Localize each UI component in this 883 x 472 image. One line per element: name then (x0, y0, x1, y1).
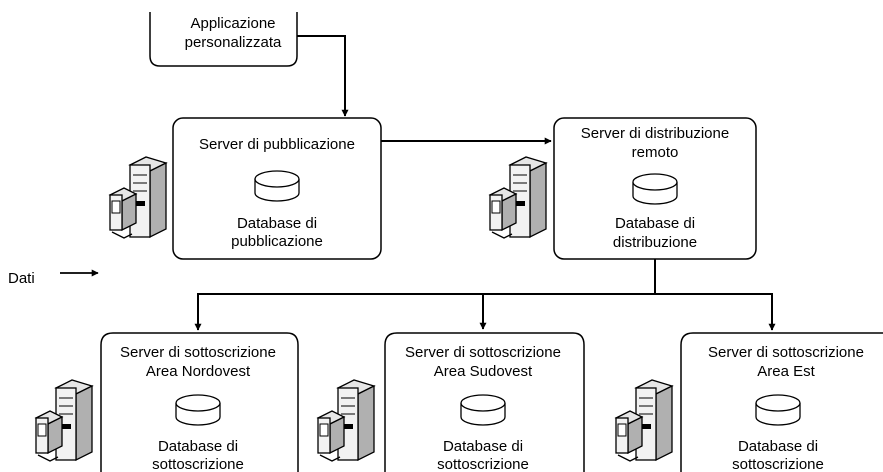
subscriber-title-1: Server di sottoscrizione (708, 344, 864, 361)
subscriber-title-2: Area Nordovest (146, 363, 251, 380)
distributor-title-2: remoto (632, 144, 679, 161)
subscriber-node-est: Server di sottoscrizione Area Est Databa… (615, 332, 883, 472)
publisher-node: Server di pubblicazione Database di pubb… (109, 117, 382, 260)
server-icon (109, 156, 167, 239)
custom-application-node: Applicazione personalizzata (149, 12, 298, 67)
publisher-db-label-1: Database di (237, 215, 317, 232)
custom-application-label-2: personalizzata (185, 34, 282, 51)
subscriber-db-label-2: sottoscrizione (152, 456, 244, 472)
database-icon (254, 170, 300, 202)
connectors (194, 35, 776, 331)
subscriber-node-nordovest: Server di sottoscrizione Area Nordovest … (35, 332, 299, 472)
database-icon (632, 173, 678, 205)
subscriber-title-2: Area Sudovest (434, 363, 533, 380)
server-icon (317, 379, 375, 462)
server-icon (489, 156, 547, 239)
subscriber-title-2: Area Est (757, 363, 815, 380)
distributor-node: Server di distribuzione remoto Database … (489, 117, 757, 260)
subscriber-db-label-1: Database di (443, 438, 523, 455)
legend: Dati (8, 269, 99, 287)
subscriber-title-1: Server di sottoscrizione (405, 344, 561, 361)
legend-label: Dati (8, 270, 35, 287)
subscriber-title-1: Server di sottoscrizione (120, 344, 276, 361)
subscriber-db-label-2: sottoscrizione (732, 456, 824, 472)
subscriber-node-sudovest: Server di sottoscrizione Area Sudovest D… (317, 332, 585, 472)
database-icon (755, 394, 801, 426)
distributor-db-label-1: Database di (615, 215, 695, 232)
subscriber-db-label-2: sottoscrizione (437, 456, 529, 472)
distributor-title-1: Server di distribuzione (581, 125, 729, 142)
server-icon (615, 379, 673, 462)
app-to-publisher-arrow (297, 35, 349, 117)
database-icon (175, 394, 221, 426)
subscriber-db-label-1: Database di (738, 438, 818, 455)
publisher-title: Server di pubblicazione (199, 136, 355, 153)
custom-application-box (149, 12, 298, 67)
server-icon (35, 379, 93, 462)
subscriber-db-label-1: Database di (158, 438, 238, 455)
publisher-db-label-2: pubblicazione (231, 233, 323, 250)
database-icon (460, 394, 506, 426)
distributor-db-label-2: distribuzione (613, 234, 697, 251)
custom-application-label-1: Applicazione (190, 15, 275, 32)
